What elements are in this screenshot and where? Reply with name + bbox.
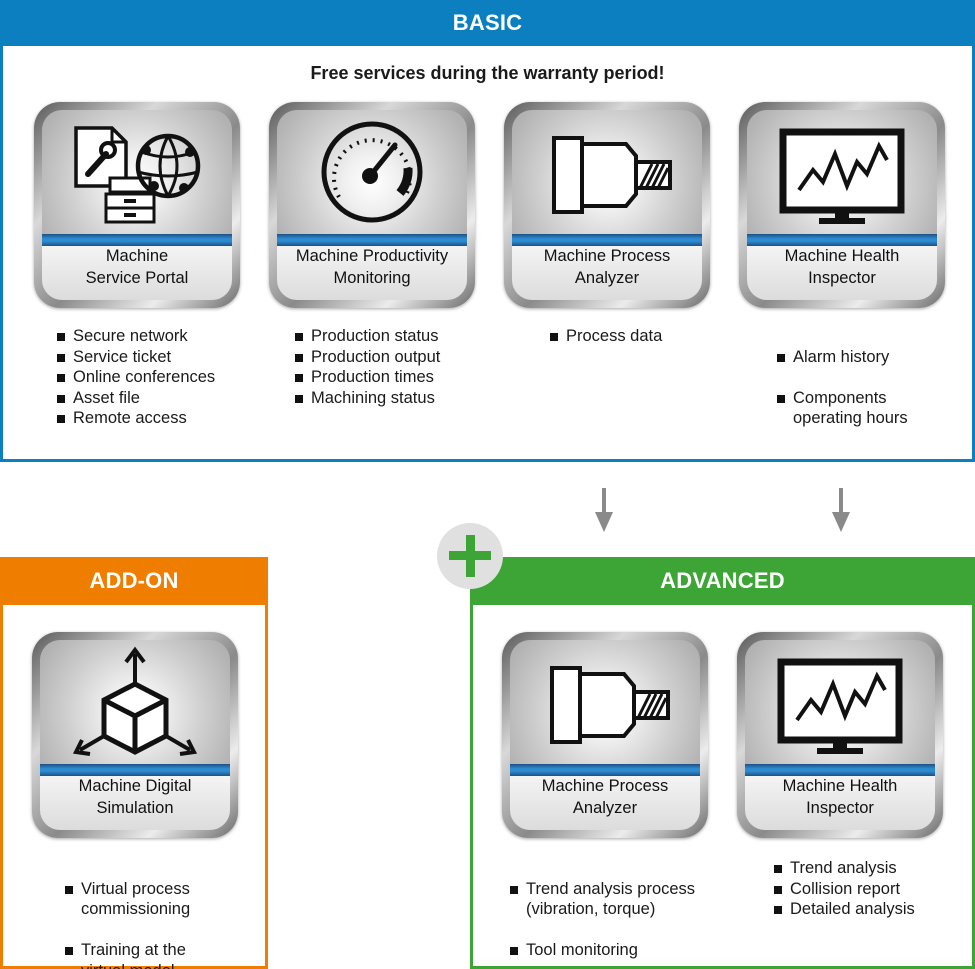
list-item: Asset file — [57, 388, 215, 409]
list-item: Alarm history — [777, 347, 908, 368]
service-portal-icon — [74, 126, 201, 224]
feature-list-advanced-health-inspector: Trend analysis Collision report Detailed… — [774, 858, 915, 920]
plus-icon — [449, 535, 491, 577]
feature-list-health-inspector: Alarm history Components operating hours — [777, 326, 908, 449]
basic-panel: BASIC Free services during the warranty … — [0, 0, 975, 462]
feature-list-digital-simulation: Virtual process commissioning Training a… — [65, 858, 190, 969]
plus-badge — [437, 523, 503, 589]
list-item: Online conferences — [57, 367, 215, 388]
feature-list-process-analyzer: Process data — [550, 326, 662, 347]
feature-list-advanced-process-analyzer: Trend analysis process (vibration, torqu… — [510, 858, 695, 969]
list-item: Training at the virtual model — [65, 940, 190, 969]
arrow-down-icon — [832, 488, 850, 532]
basic-subtitle: Free services during the warranty period… — [310, 63, 665, 83]
list-item: Production times — [295, 367, 440, 388]
list-item: Virtual process commissioning — [65, 879, 190, 920]
cube-3d-icon — [72, 646, 198, 756]
list-item: Trend analysis — [774, 858, 915, 879]
list-item: Production output — [295, 347, 440, 368]
monitor-chart-icon — [779, 128, 905, 224]
list-item: Machining status — [295, 388, 440, 409]
list-item: Components operating hours — [777, 388, 908, 429]
list-item: Trend analysis process (vibration, torqu… — [510, 879, 695, 920]
list-item: Production status — [295, 326, 440, 347]
list-item: Process data — [550, 326, 662, 347]
basic-header: BASIC — [3, 0, 972, 46]
list-item: Tool monitoring — [510, 940, 695, 961]
arrow-down-icon — [595, 488, 613, 532]
list-item: Service ticket — [57, 347, 215, 368]
list-item: Secure network — [57, 326, 215, 347]
addon-header: ADD-ON — [3, 560, 265, 605]
feature-list-productivity-monitoring: Production status Production output Prod… — [295, 326, 440, 408]
feature-list-service-portal: Secure network Service ticket Online con… — [57, 326, 215, 429]
advanced-header: ADVANCED — [473, 560, 972, 605]
monitor-chart-icon — [777, 658, 903, 754]
spindle-icon — [550, 666, 670, 744]
spindle-icon — [552, 136, 672, 214]
list-item: Collision report — [774, 879, 915, 900]
list-item: Detailed analysis — [774, 899, 915, 920]
list-item: Remote access — [57, 408, 215, 429]
gauge-icon — [321, 121, 423, 223]
